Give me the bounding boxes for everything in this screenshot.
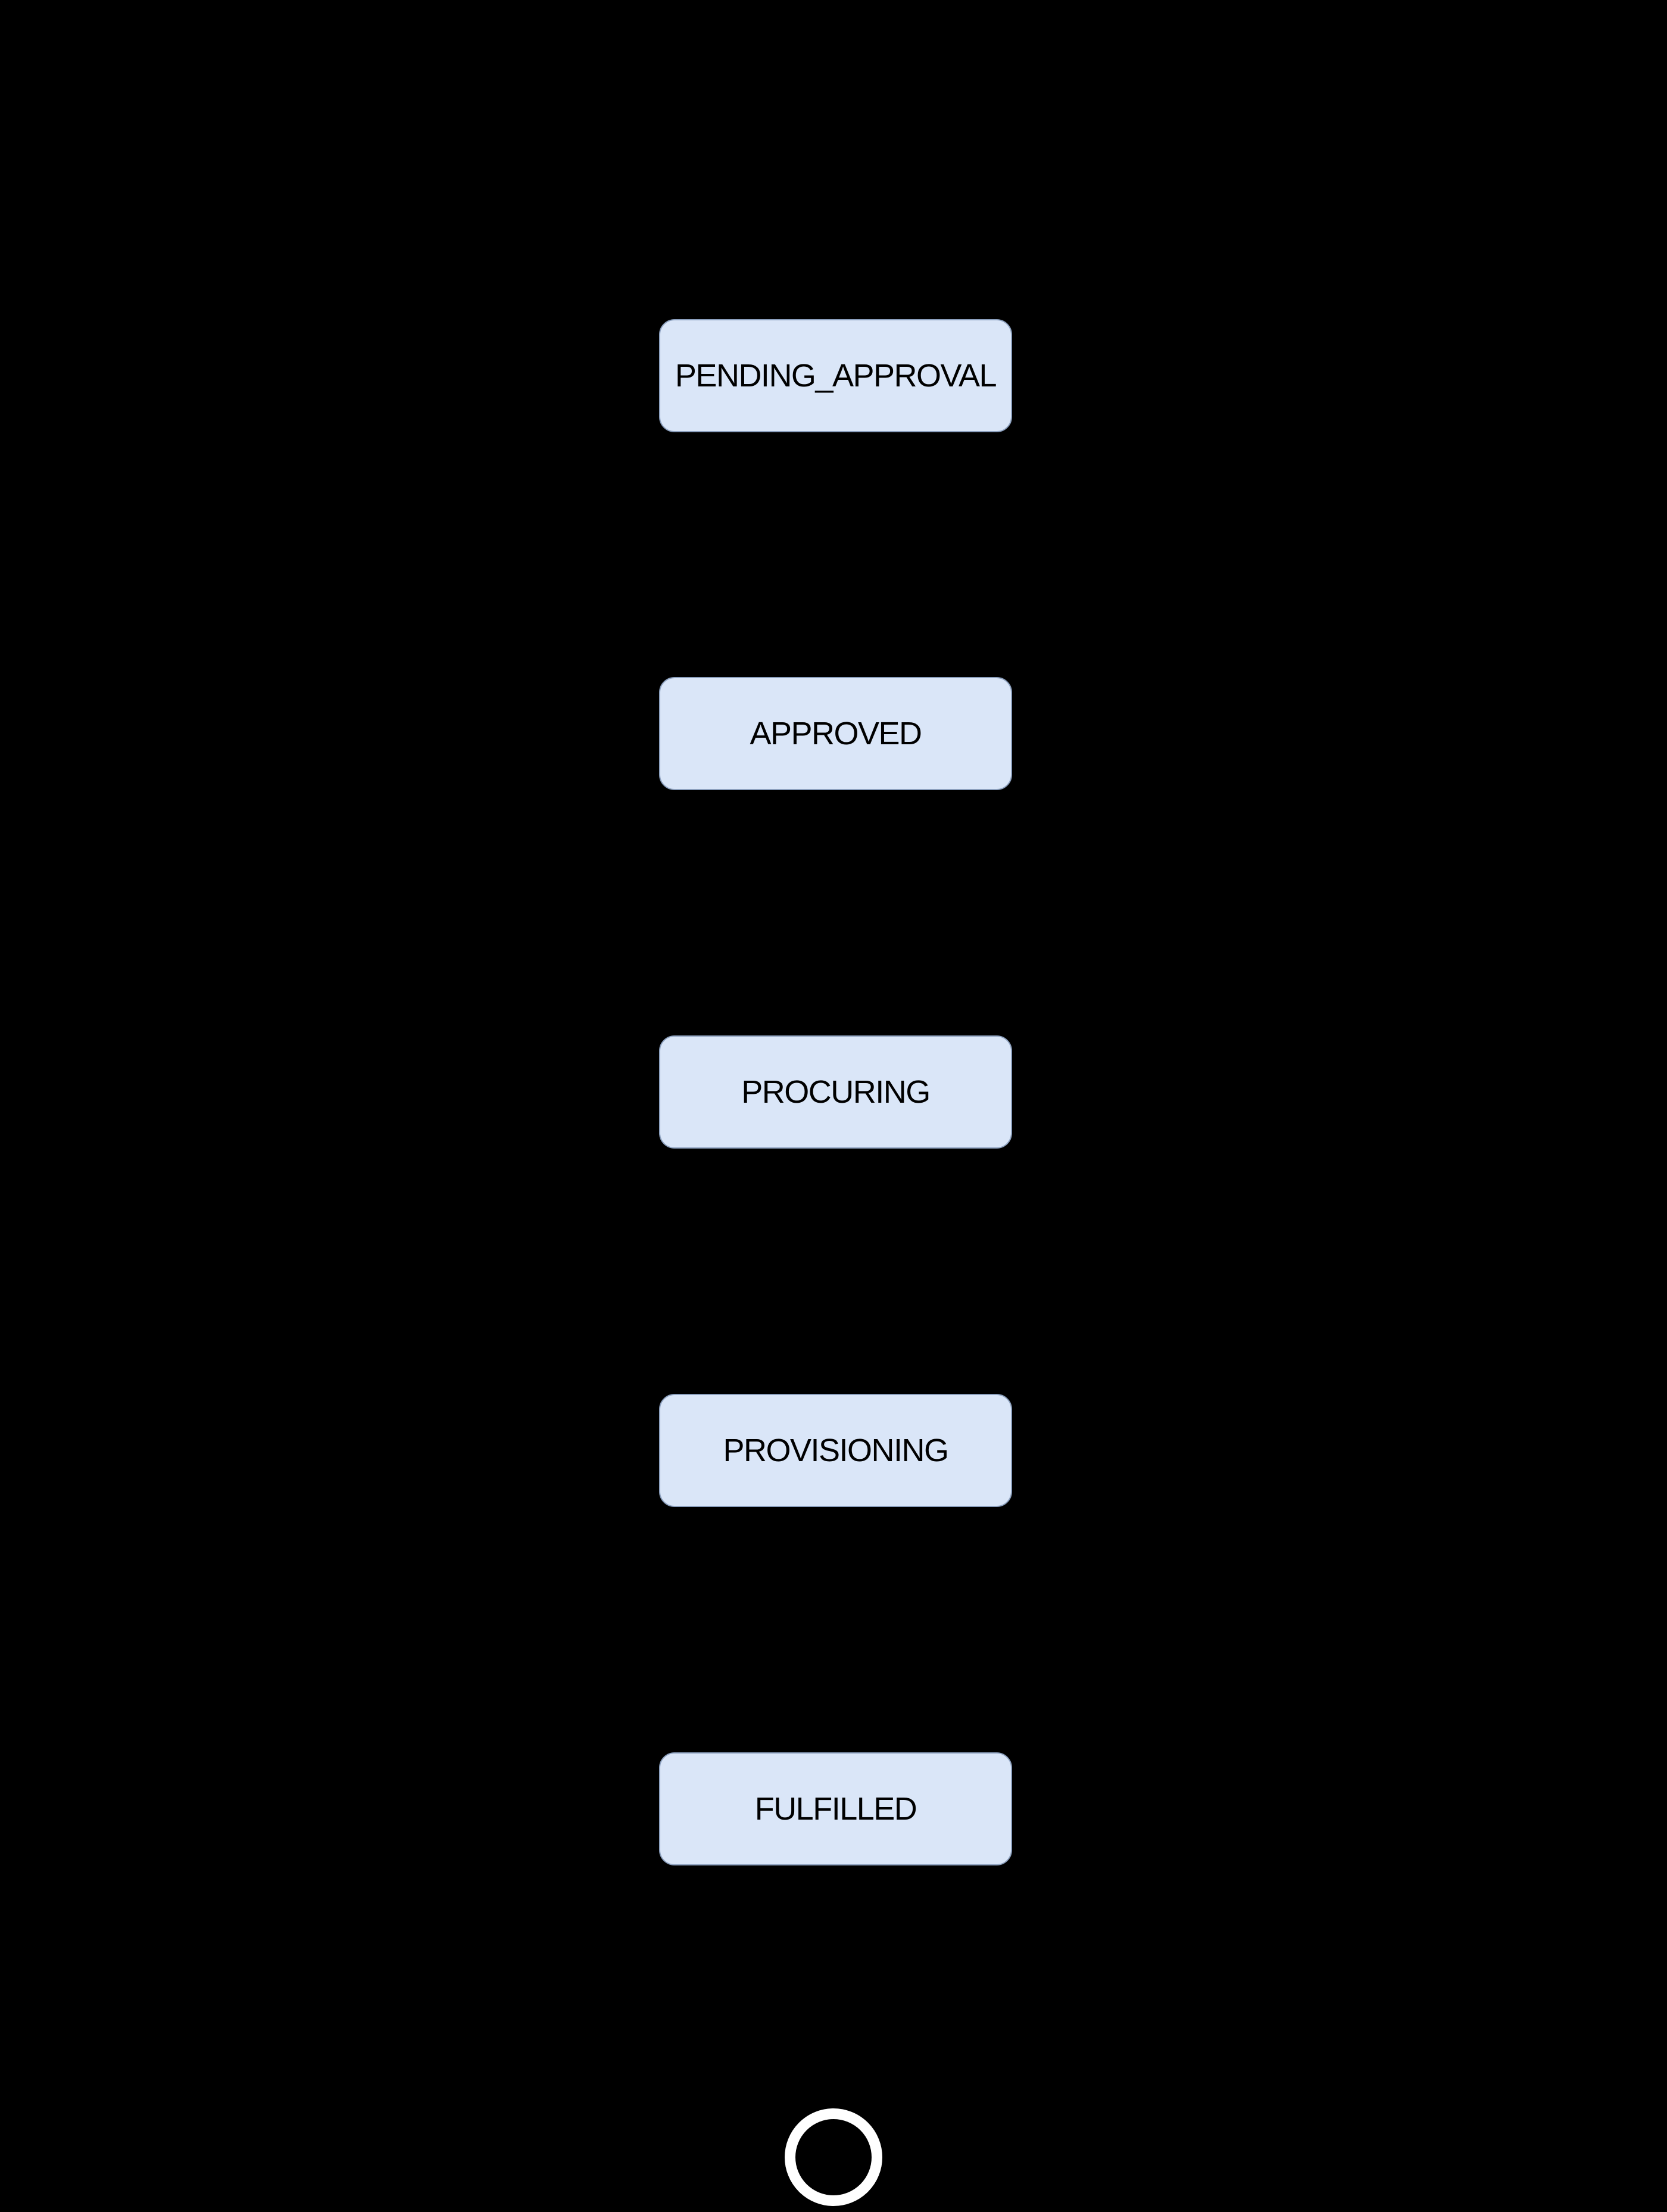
state-label-procuring: PROCURING [741,1074,931,1110]
final-state-ring-icon [785,2108,882,2206]
state-label-fulfilled: FULFILLED [754,1791,917,1827]
state-node-approved: APPROVED [659,677,1012,790]
state-node-fulfilled: FULFILLED [659,1752,1012,1865]
state-label-pending-approval: PENDING_APPROVAL [675,358,997,394]
state-node-provisioning: PROVISIONING [659,1394,1012,1507]
state-node-pending-approval: PENDING_APPROVAL [659,319,1012,432]
state-label-provisioning: PROVISIONING [723,1433,949,1468]
state-label-approved: APPROVED [750,716,922,751]
state-node-procuring: PROCURING [659,1035,1012,1149]
